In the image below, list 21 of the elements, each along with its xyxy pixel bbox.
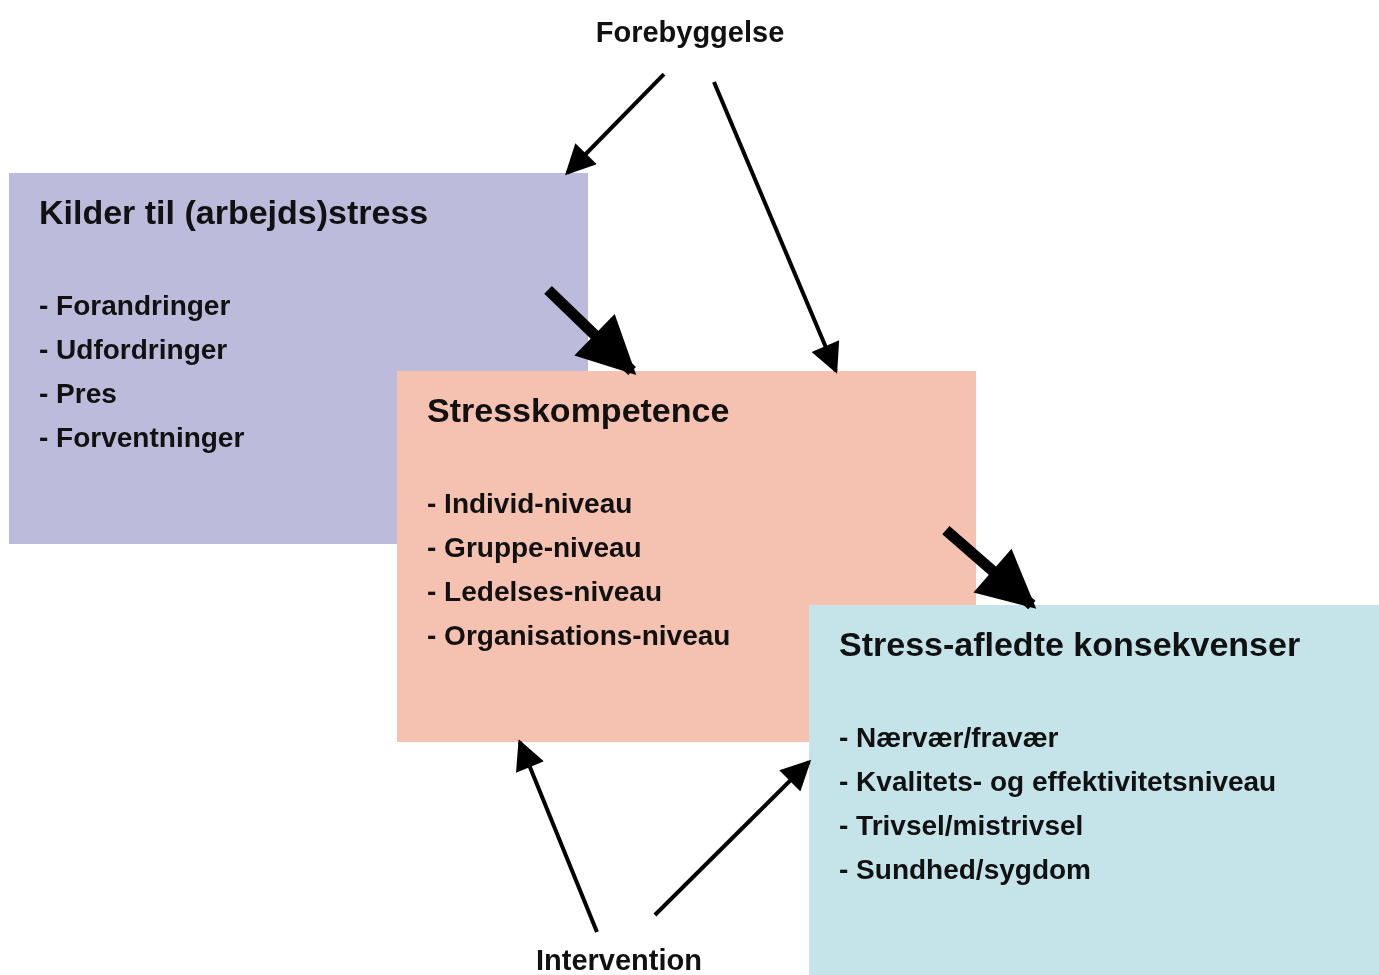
arrow [544,285,637,376]
arrow [712,81,840,374]
arrow [653,759,812,917]
list-item: - Gruppe-niveau [427,531,643,565]
arrow [942,526,1037,610]
list-item: - Ledelses-niveau [427,575,663,609]
list-item: - Nærvær/fravær [839,721,1060,755]
list-item: - Udfordringer [39,333,229,367]
list-item: - Sundhed/sygdom [839,853,1092,887]
arrow [516,739,599,933]
arrow [565,72,666,176]
box-heading: Stress-afledte konsekvenser [839,625,1302,664]
list-item: - Trivsel/mistrivsel [839,809,1085,843]
list-item: - Individ-niveau [427,487,634,521]
list-item: - Kvalitets- og effektivitetsniveau [839,765,1278,799]
node-label: Forebyggelse [590,14,790,50]
box-heading: Kilder til (arbejds)stress [39,193,430,232]
list-item: - Forandringer [39,289,232,323]
list-item: - Forventninger [39,421,246,455]
box-heading: Stresskompetence [427,391,731,430]
node-label: Intervention [524,942,714,975]
